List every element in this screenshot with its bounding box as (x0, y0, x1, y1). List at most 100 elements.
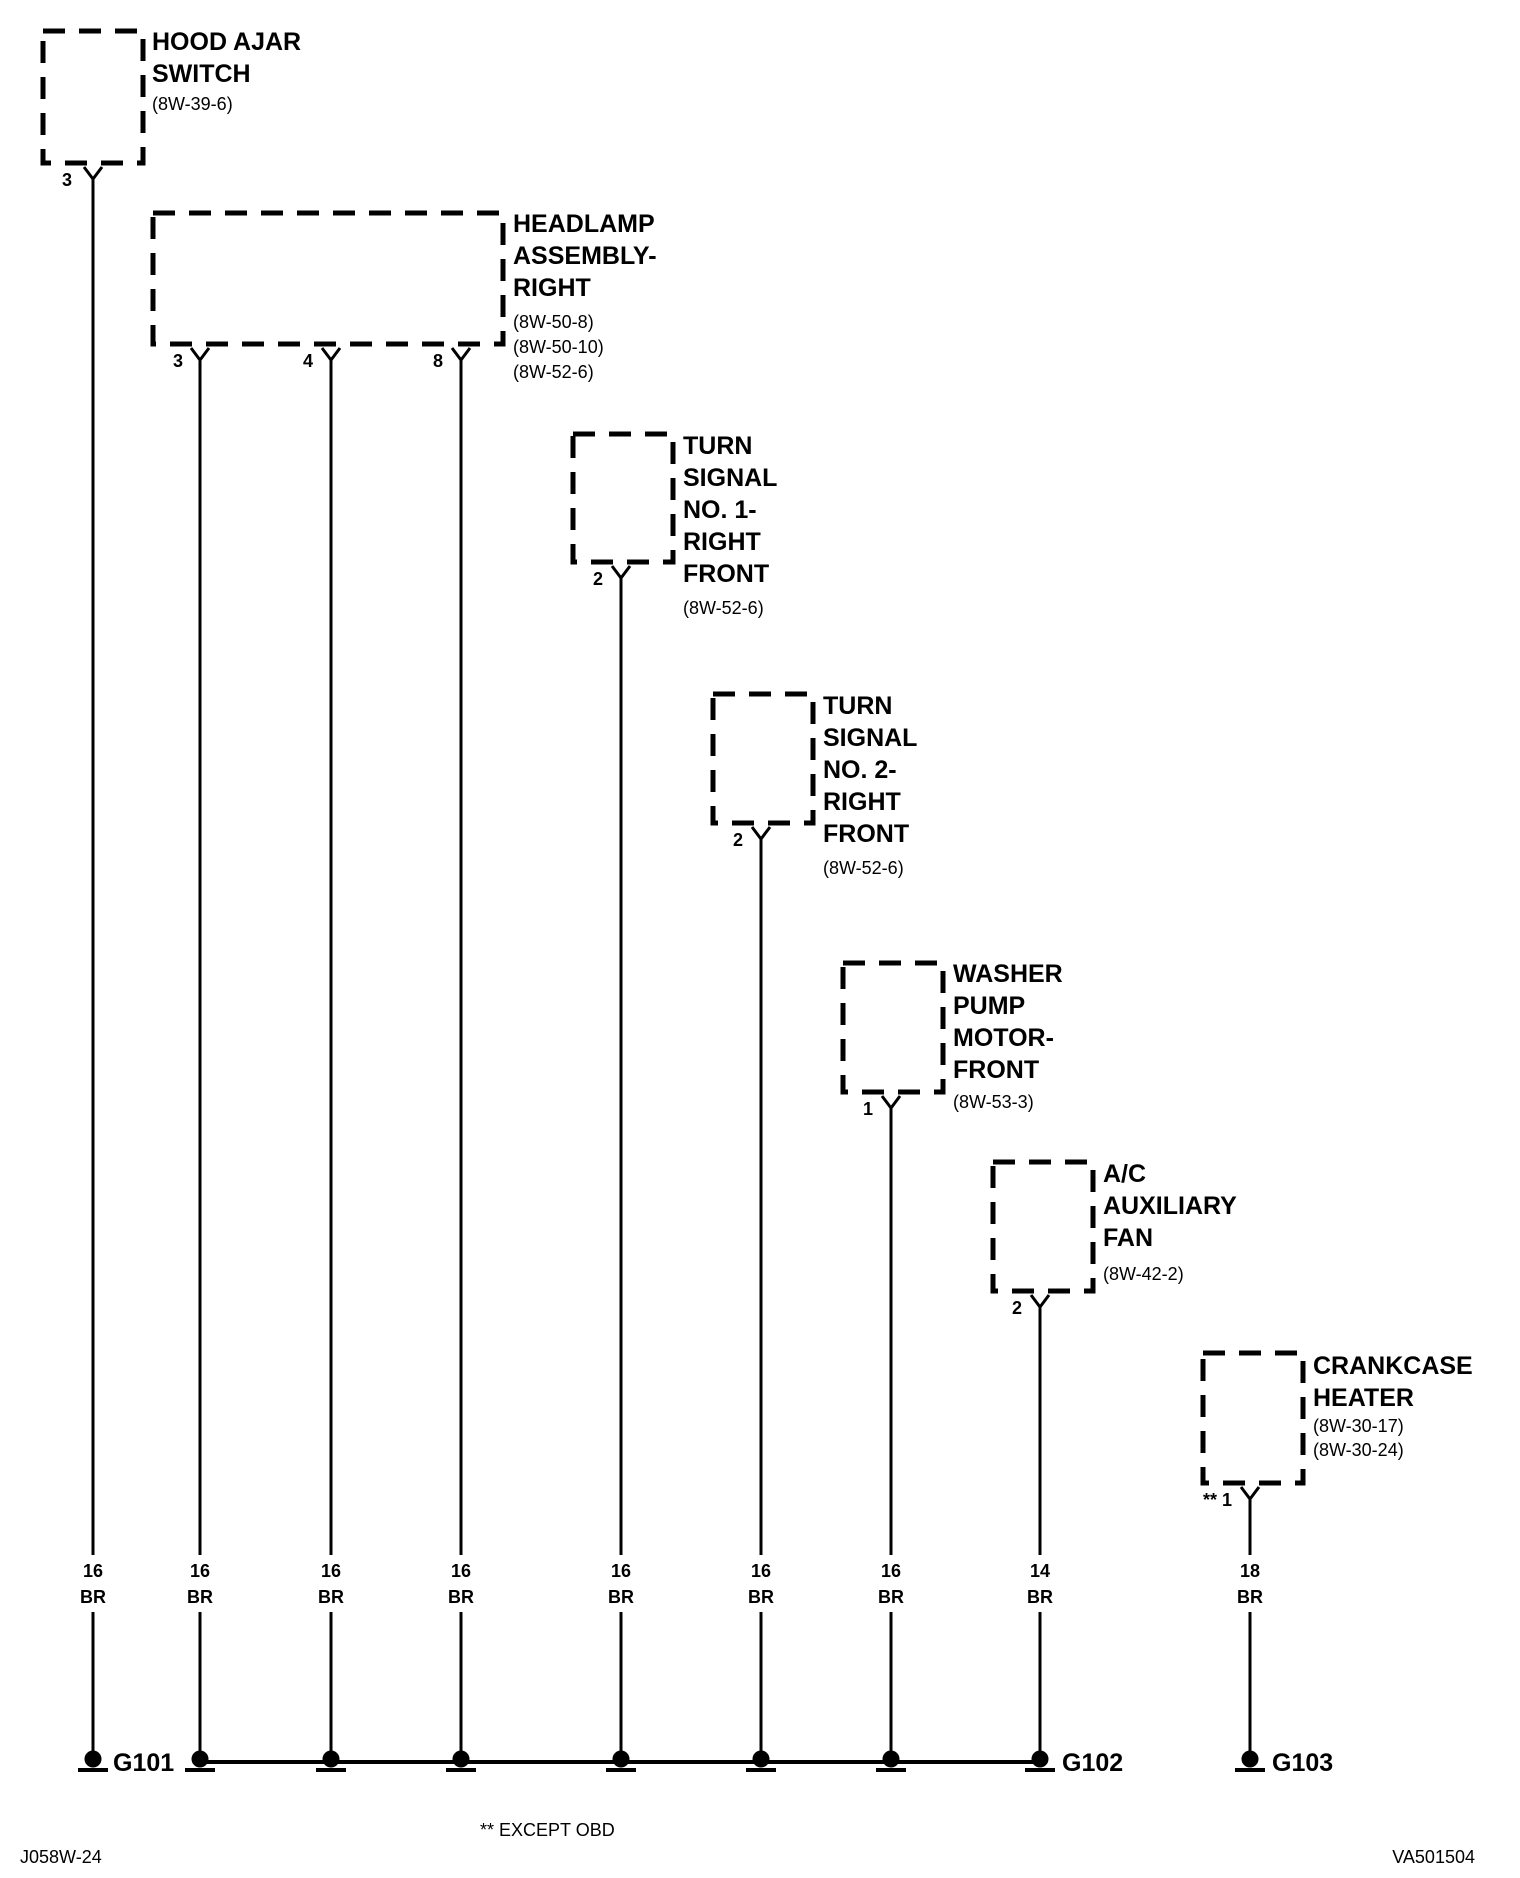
footnote: ** EXCEPT OBD (480, 1820, 615, 1840)
turn-signal-1-box (570, 431, 676, 565)
svg-text:RIGHT: RIGHT (513, 274, 591, 302)
svg-text:BR: BR (318, 1587, 344, 1607)
svg-text:(8W-53-3): (8W-53-3) (953, 1092, 1034, 1112)
svg-text:SIGNAL: SIGNAL (683, 464, 777, 492)
svg-text:16: 16 (611, 1561, 631, 1581)
svg-text:BR: BR (748, 1587, 774, 1607)
svg-text:CRANKCASE: CRANKCASE (1313, 1352, 1473, 1380)
hood-ajar-switch-label: HOOD AJAR SWITCH (8W-39-6) (152, 28, 301, 114)
crankcase-heater-box (1200, 1350, 1306, 1486)
footer-right: VA501504 (1392, 1847, 1475, 1867)
turn-signal-2-box (710, 691, 816, 826)
svg-text:BR: BR (187, 1587, 213, 1607)
washer-pump-label: WASHER PUMP MOTOR- FRONT (8W-53-3) (953, 960, 1063, 1112)
ground-symbol-g101 (78, 1750, 108, 1772)
pin-connector-9 (1239, 1486, 1261, 1505)
svg-text:FAN: FAN (1103, 1224, 1153, 1252)
ground-symbol-g102 (1025, 1750, 1055, 1772)
svg-text:16: 16 (451, 1561, 471, 1581)
headlamp-assembly-box (150, 210, 506, 347)
svg-text:BR: BR (1027, 1587, 1053, 1607)
svg-text:TURN: TURN (823, 692, 892, 720)
svg-text:** 1: ** 1 (1203, 1490, 1232, 1510)
svg-text:16: 16 (321, 1561, 341, 1581)
svg-text:3: 3 (173, 351, 183, 371)
svg-text:RIGHT: RIGHT (823, 788, 901, 816)
svg-text:(8W-50-10): (8W-50-10) (513, 337, 604, 357)
svg-text:4: 4 (303, 351, 313, 371)
svg-text:3: 3 (62, 170, 72, 190)
svg-text:A/C: A/C (1103, 1160, 1146, 1188)
pin-connector-6 (750, 826, 772, 845)
ground-symbol (446, 1750, 476, 1772)
wires (91, 183, 1252, 1752)
ground-symbol (876, 1750, 906, 1772)
svg-text:WASHER: WASHER (953, 960, 1063, 988)
washer-pump-box (840, 960, 946, 1095)
ground-symbol-g103 (1235, 1750, 1265, 1772)
pin-connector-5 (610, 565, 632, 584)
crankcase-heater-label: CRANKCASE HEATER (8W-30-17) (8W-30-24) (1313, 1352, 1473, 1460)
pin-numbers: 3 3 4 8 2 2 1 2 ** 1 (62, 170, 1232, 1510)
ground-symbol (316, 1750, 346, 1772)
svg-text:BR: BR (448, 1587, 474, 1607)
svg-text:14: 14 (1030, 1561, 1050, 1581)
svg-text:(8W-50-8): (8W-50-8) (513, 312, 594, 332)
ground-symbol (746, 1750, 776, 1772)
svg-text:(8W-52-6): (8W-52-6) (823, 858, 904, 878)
svg-text:BR: BR (80, 1587, 106, 1607)
svg-text:2: 2 (733, 830, 743, 850)
svg-text:FRONT: FRONT (953, 1056, 1039, 1084)
ground-label-g101: G101 (113, 1749, 174, 1777)
pin-connector-4 (450, 347, 472, 366)
ground-symbol (185, 1750, 215, 1772)
svg-text:16: 16 (190, 1561, 210, 1581)
footer-left: J058W-24 (20, 1847, 102, 1867)
svg-text:(8W-52-6): (8W-52-6) (683, 598, 764, 618)
svg-text:(8W-39-6): (8W-39-6) (152, 94, 233, 114)
svg-text:SWITCH: SWITCH (152, 60, 251, 88)
connector-pins (82, 166, 1261, 1505)
svg-text:TURN: TURN (683, 432, 752, 460)
svg-text:(8W-30-17): (8W-30-17) (1313, 1416, 1404, 1436)
svg-text:FRONT: FRONT (823, 820, 909, 848)
ac-fan-box (990, 1159, 1096, 1294)
svg-text:AUXILIARY: AUXILIARY (1103, 1192, 1237, 1220)
svg-text:FRONT: FRONT (683, 560, 769, 588)
svg-text:HEADLAMP: HEADLAMP (513, 210, 655, 238)
svg-text:(8W-30-24): (8W-30-24) (1313, 1440, 1404, 1460)
svg-text:PUMP: PUMP (953, 992, 1025, 1020)
svg-text:BR: BR (608, 1587, 634, 1607)
svg-text:(8W-42-2): (8W-42-2) (1103, 1264, 1184, 1284)
svg-text:BR: BR (878, 1587, 904, 1607)
ac-fan-label: A/C AUXILIARY FAN (8W-42-2) (1103, 1160, 1237, 1284)
svg-text:16: 16 (83, 1561, 103, 1581)
svg-text:SIGNAL: SIGNAL (823, 724, 917, 752)
pin-connector-3 (320, 347, 342, 366)
pin-connector-2 (189, 347, 211, 366)
pin-connector-7 (880, 1095, 902, 1114)
svg-text:NO. 2-: NO. 2- (823, 756, 897, 784)
turn-signal-2-label: TURN SIGNAL NO. 2- RIGHT FRONT (8W-52-6) (823, 692, 917, 878)
svg-text:2: 2 (593, 569, 603, 589)
svg-text:HOOD AJAR: HOOD AJAR (152, 28, 301, 56)
hood-ajar-switch-box (40, 28, 146, 166)
svg-text:BR: BR (1237, 1587, 1263, 1607)
pin-connector-1 (82, 166, 104, 185)
svg-text:(8W-52-6): (8W-52-6) (513, 362, 594, 382)
svg-text:18: 18 (1240, 1561, 1260, 1581)
svg-text:HEATER: HEATER (1313, 1384, 1414, 1412)
svg-text:MOTOR-: MOTOR- (953, 1024, 1054, 1052)
turn-signal-1-label: TURN SIGNAL NO. 1- RIGHT FRONT (8W-52-6) (683, 432, 777, 618)
ground-label-g103: G103 (1272, 1749, 1333, 1777)
svg-text:ASSEMBLY-: ASSEMBLY- (513, 242, 657, 270)
svg-text:16: 16 (881, 1561, 901, 1581)
pin-connector-8 (1029, 1294, 1051, 1313)
wire-labels: 16 BR 16 BR 16 BR 16 BR 16 BR 16 BR 16 B… (80, 1561, 1263, 1607)
svg-text:16: 16 (751, 1561, 771, 1581)
svg-text:1: 1 (863, 1099, 873, 1119)
headlamp-assembly-label: HEADLAMP ASSEMBLY- RIGHT (8W-50-8) (8W-5… (513, 210, 657, 382)
ground-symbols (78, 1750, 1265, 1772)
svg-text:NO. 1-: NO. 1- (683, 496, 757, 524)
